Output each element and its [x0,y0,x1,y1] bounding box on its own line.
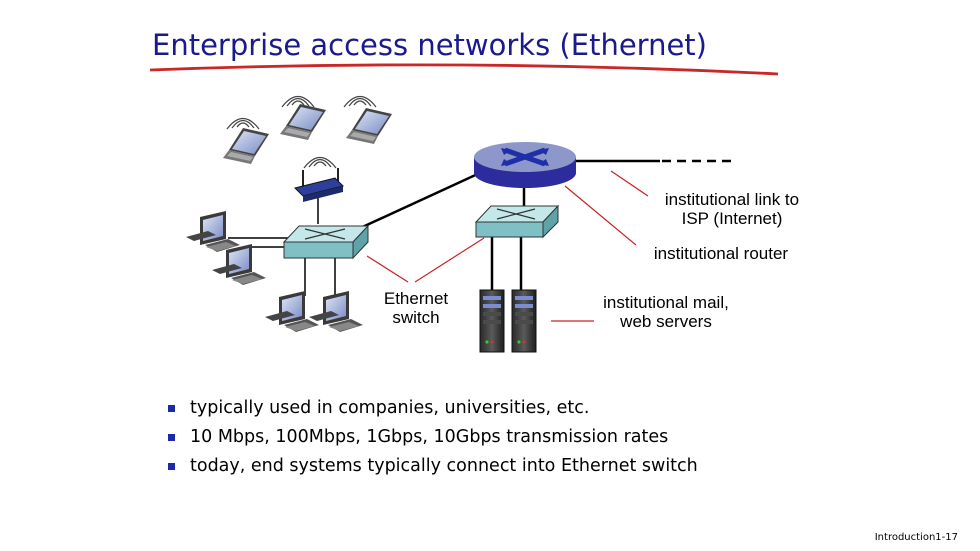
annotation-line-switch-left [366,255,409,283]
ethernet-switch-icon [282,224,370,260]
server-icon [479,289,505,353]
list-item: today, end systems typically connect int… [168,452,698,481]
bullet-list: typically used in companies, universitie… [168,394,698,481]
laptop-icon [223,117,269,164]
desktop-pc-icon [265,291,319,332]
slide-footer: Introduction1-17 [874,532,958,543]
link-switch-router [344,170,483,237]
annotation-line-switch-right [414,237,485,283]
laptop-icon [343,95,392,144]
desktop-pc-icon [186,211,240,252]
list-item: 10 Mbps, 100Mbps, 1Gbps, 10Gbps transmis… [168,423,698,452]
server-switch-icon [474,204,560,239]
slide-title: Enterprise access networks (Ethernet) [152,28,707,62]
label-institutional-router: institutional router [653,244,789,263]
label-institutional-link: institutional link to ISP (Internet) [664,190,800,228]
server-icon [511,289,537,353]
router-icon [474,142,576,188]
annotation-line-link [610,170,649,197]
list-item: typically used in companies, universitie… [168,394,698,423]
label-institutional-servers: institutional mail, web servers [603,293,729,331]
label-ethernet-switch: Ethernet switch [383,289,449,327]
desktop-pc-icon [309,291,363,332]
annotation-line-router [564,185,637,246]
laptop-icon [280,95,326,140]
title-underline [149,63,779,76]
wireless-access-point-icon [294,156,344,202]
